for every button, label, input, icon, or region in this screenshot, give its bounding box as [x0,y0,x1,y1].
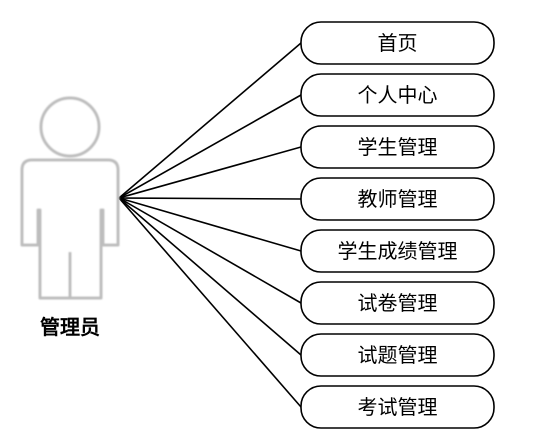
use-case-label: 试卷管理 [358,291,438,315]
association-line [118,197,302,356]
use-case-box [300,177,495,221]
use-case-box [300,333,495,377]
use-case: 试卷管理 [300,281,495,325]
use-case-box [300,229,495,273]
use-case-label: 教师管理 [358,187,438,211]
use-case-label: 考试管理 [358,395,438,419]
use-case-label: 学生管理 [358,135,438,159]
use-case-box [300,21,495,65]
use-case: 首页 [300,21,495,65]
use-case: 考试管理 [300,385,495,429]
person-icon [20,96,120,300]
use-case-label: 首页 [378,31,418,55]
use-case: 试题管理 [300,333,495,377]
use-case-label: 试题管理 [358,343,438,367]
association-line [118,197,302,408]
association-line [118,197,302,200]
actor-label: 管理员 [40,315,100,339]
use-case: 个人中心 [300,73,495,117]
use-case: 学生管理 [300,125,495,169]
association-lines [118,42,302,408]
use-case-label: 个人中心 [358,83,438,107]
association-line [118,94,302,199]
use-case: 教师管理 [300,177,495,221]
association-line [118,197,302,304]
use-case-box [300,385,495,429]
use-case-box [300,125,495,169]
association-line [118,42,302,199]
use-case-box [300,281,495,325]
use-case: 学生成绩管理 [300,229,495,273]
association-line [118,146,302,199]
association-line [118,197,302,252]
use-case-box [300,73,495,117]
actor: 管理员 [20,96,120,339]
use-case-label: 学生成绩管理 [338,239,458,263]
